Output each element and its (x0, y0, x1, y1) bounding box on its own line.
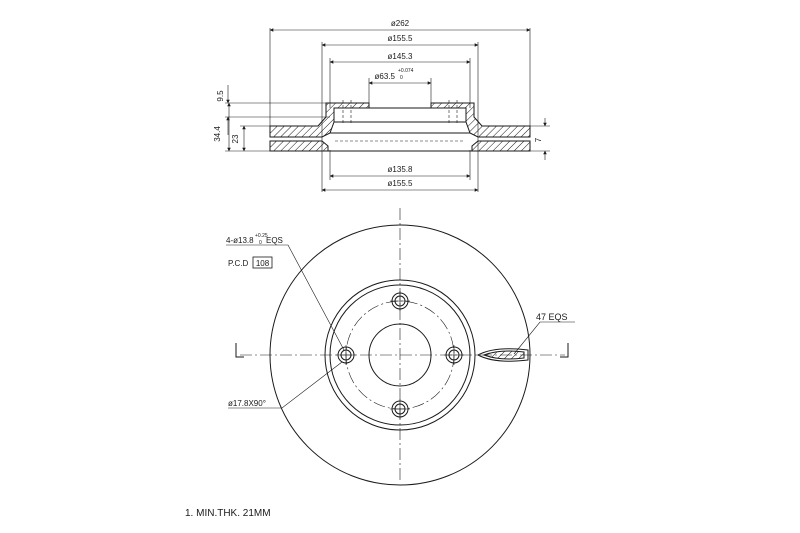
dim-total-height: 34.4 (213, 126, 222, 142)
bolt-holes-suffix: EQS (266, 236, 283, 245)
min-thickness-note: 1. MIN.THK. 21MM (185, 508, 271, 519)
dim-center-bore: ø63.5 (375, 72, 396, 81)
dim-outer-diameter: ø262 (391, 19, 410, 28)
pcd-value-box (252, 256, 273, 269)
pcd-label: P.C.D (228, 259, 249, 268)
dim-center-bore-tol-upper: +0.074 (398, 68, 414, 74)
bolt-holes (336, 291, 464, 419)
section-view: ø262 ø155.5 ø145.3 ø63.5 +0.074 0 9.5 34… (213, 19, 550, 192)
bolt-holes-tol-upper: +0.25 (255, 233, 268, 239)
dim-hat-outer-diameter: ø155.5 (388, 34, 413, 43)
dim-thickness: 7 (534, 137, 543, 142)
dim-hat-outer-diameter-bottom: ø155.5 (388, 179, 413, 188)
pcd-value: 108 (256, 259, 270, 268)
vents-label: 47 EQS (536, 312, 568, 322)
dim-center-bore-tol-lower: 0 (400, 75, 403, 81)
dim-hat-inner-diameter: ø145.3 (388, 52, 413, 61)
dim-rotor-height: 23 (231, 134, 240, 143)
bolt-holes-tol-lower: 0 (259, 240, 262, 246)
chamfer-label: ø17.8X90° (228, 399, 266, 408)
dim-hat-offset: 9.5 (216, 90, 225, 102)
plan-view: 4-ø13.8 +0.25 0 EQS P.C.D 108 47 EQS ø17… (226, 208, 575, 486)
bolt-holes-label: 4-ø13.8 (226, 236, 254, 245)
dim-inner-hat-diameter: ø135.8 (388, 165, 413, 174)
